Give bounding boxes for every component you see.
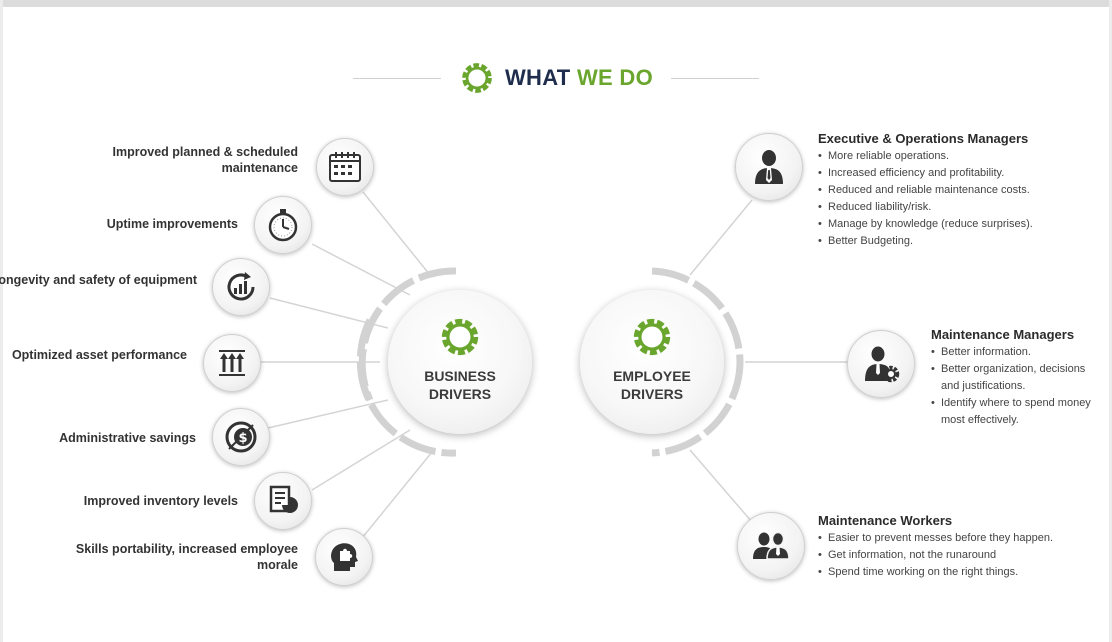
manager-gear-icon xyxy=(847,330,915,398)
business-item-label: Administrative savings xyxy=(59,431,196,445)
bullet-item: Get information, not the runaround xyxy=(818,547,1068,564)
workers-icon xyxy=(737,512,805,580)
gear-icon xyxy=(633,318,671,356)
connector-line xyxy=(361,451,433,539)
bullet-item: Better organization, decisions and justi… xyxy=(931,361,1106,395)
employee-drivers-label: EMPLOYEE DRIVERS xyxy=(613,368,691,402)
group-title: Executive & Operations Managers xyxy=(818,131,1029,146)
chart-cycle-icon xyxy=(212,258,270,316)
connector-line xyxy=(689,449,753,523)
business-arc-ring xyxy=(356,318,457,457)
bullet-list: Better information. Better organization,… xyxy=(931,344,1106,429)
connector-line xyxy=(311,243,411,296)
connector-line xyxy=(311,429,411,491)
bullet-item: Increased efficiency and profitability. xyxy=(818,165,1098,182)
bullet-list: Easier to prevent messes before they hap… xyxy=(818,530,1068,581)
bullet-item: Spend time working on the right things. xyxy=(818,564,1068,581)
title-part-what: WHAT xyxy=(504,65,571,90)
business-item-label: Uptime improvements xyxy=(106,217,238,231)
employee-group-maintenance-workers: Maintenance Workers Easier to prevent me… xyxy=(818,513,1068,581)
right-border xyxy=(1109,0,1112,642)
header-rule-right xyxy=(671,77,760,79)
business-item-label: Improved planned & scheduled maintenance xyxy=(112,145,298,175)
bullet-item: Identify where to spend money most effec… xyxy=(931,395,1106,429)
gear-icon xyxy=(462,63,492,93)
bullet-item: Manage by knowledge (reduce surprises). xyxy=(818,216,1098,233)
header-rule-left xyxy=(352,77,441,79)
section-header: WHAT WE DO xyxy=(0,58,1112,98)
stopwatch-icon xyxy=(254,196,312,254)
bullet-item: Reduced liability/risk. xyxy=(818,199,1098,216)
connector-line xyxy=(689,199,753,276)
bullet-item: Better Budgeting. xyxy=(818,233,1098,250)
employee-drivers-circle: EMPLOYEE DRIVERS xyxy=(580,290,724,434)
business-item-label: Longevity and safety of equipment xyxy=(0,273,197,287)
connector-line xyxy=(362,191,431,276)
group-title: Maintenance Workers xyxy=(818,513,953,528)
gear-icon xyxy=(441,318,479,356)
bullet-item: Better information. xyxy=(931,344,1106,361)
dollar-icon: $ xyxy=(212,408,270,466)
employee-arc-ring xyxy=(651,267,744,363)
employee-arc-ring xyxy=(651,361,744,457)
calendar-icon xyxy=(316,138,374,196)
executive-icon xyxy=(735,133,803,201)
bullet-item: Easier to prevent messes before they hap… xyxy=(818,530,1068,547)
connector-line xyxy=(267,399,389,429)
business-drivers-circle: BUSINESS DRIVERS xyxy=(388,290,532,434)
business-drivers-label: BUSINESS DRIVERS xyxy=(424,368,496,402)
title-part-we-do: WE DO xyxy=(576,65,654,90)
employee-group-maintenance-managers: Maintenance Managers Better information.… xyxy=(931,327,1106,429)
page-title: WHAT WE DO xyxy=(505,65,653,91)
business-item-label: Skills portability, increased employee m… xyxy=(75,542,298,572)
left-border xyxy=(0,0,3,642)
business-item-label: Improved inventory levels xyxy=(83,494,238,508)
bullet-list: More reliable operations. Increased effi… xyxy=(818,148,1098,250)
employee-group-executive: Executive & Operations Managers More rel… xyxy=(818,131,1098,250)
svg-text:$: $ xyxy=(238,431,247,446)
business-item-label: Optimized asset performance xyxy=(11,348,187,362)
head-puzzle-icon xyxy=(315,528,373,586)
group-title: Maintenance Managers xyxy=(931,327,1075,342)
bullet-item: More reliable operations. xyxy=(818,148,1098,165)
arrows-up-icon xyxy=(203,334,261,392)
bullet-item: Reduced and reliable maintenance costs. xyxy=(818,182,1098,199)
top-border xyxy=(0,0,1112,7)
report-icon xyxy=(254,472,312,530)
